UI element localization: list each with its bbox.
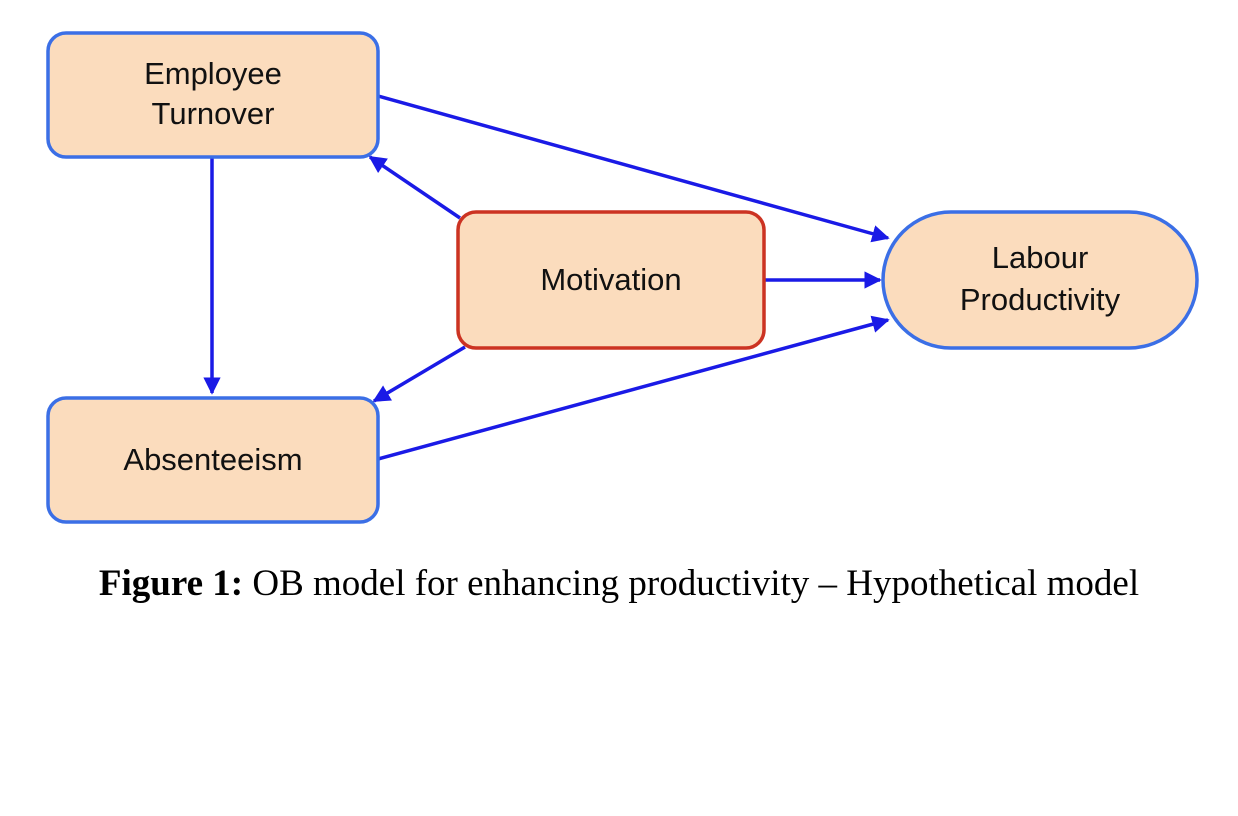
figure-caption-label: Figure 1: — [98, 563, 244, 604]
node-motivation-label: Motivation — [540, 262, 681, 297]
node-employee-turnover-line2: Turnover — [152, 96, 275, 131]
node-employee-turnover-line1: Employee — [144, 56, 282, 91]
node-absenteeism-label: Absenteeism — [123, 442, 302, 477]
figure-caption-text: OB model for enhancing productivity – Hy… — [243, 563, 1140, 604]
arrow-turnover-to-productivity — [377, 94, 890, 243]
node-labour-productivity: Labour Productivity — [881, 210, 1199, 350]
arrow-motivation-to-absenteeism — [372, 345, 466, 403]
arrow-absenteeism-to-productivity — [377, 315, 890, 461]
node-employee-turnover: Employee Turnover — [46, 31, 380, 159]
arrows — [203, 94, 890, 461]
ob-model-diagram: Employee Turnover Motivation Labour Prod… — [46, 31, 1199, 524]
node-motivation: Motivation — [456, 210, 766, 350]
arrow-motivation-to-turnover — [368, 155, 461, 220]
node-labour-productivity-line2: Productivity — [960, 282, 1121, 317]
node-labour-productivity-line1: Labour — [992, 240, 1089, 275]
node-absenteeism: Absenteeism — [46, 396, 380, 524]
figure-caption: Figure 1: OB model for enhancing product… — [0, 562, 1238, 605]
